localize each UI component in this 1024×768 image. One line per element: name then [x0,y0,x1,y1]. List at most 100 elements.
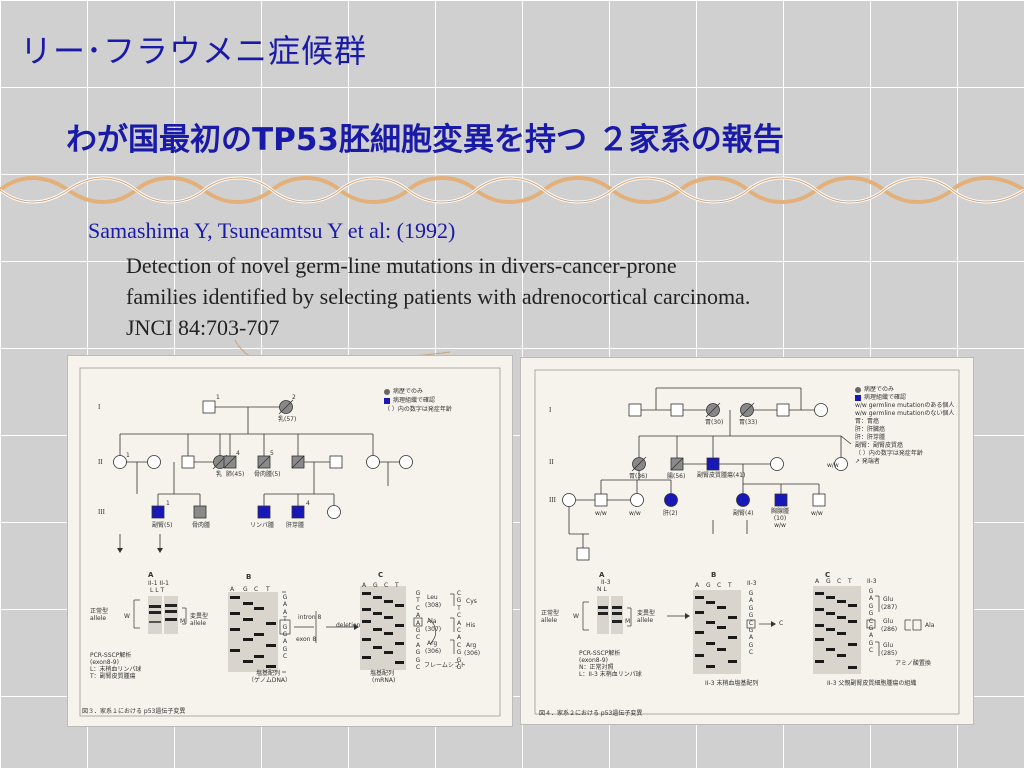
pedigree-label: 副腎(4) [733,510,754,517]
intron-label: intron 8 [298,614,322,621]
pedigree-label: w/w [827,462,839,469]
pedigree-label: 肝芽腫 [286,522,305,529]
allele-m: M [625,618,631,625]
legend-pathology: 病理組織で確認 [384,395,435,404]
panel-letter: B [246,573,252,581]
pedigree-number: 5 [270,450,274,457]
generation-label: II [549,458,554,466]
amino-acid-substitution: アミノ酸置換 [895,660,931,667]
mutant-allele-label: 変異型 allele [190,613,209,627]
amino-label: (285) [881,650,898,657]
legend-line: 肝：肝臓癌 [855,426,886,433]
seq-header: A [230,586,235,593]
method-line: L：II-3 末梢血リンパ球 [579,671,642,678]
pedigree-label: 副腎皮質腫瘍(41) [697,472,746,479]
seq-header: C [717,582,722,589]
legend-line: （ ）内の数字は発症年齢 [855,450,923,457]
figure-caption: 図３．家系１における p53遺伝子変異 [82,708,186,715]
amino-label: Arg [466,642,477,649]
seq-header: G [243,586,248,593]
seq-header: G [826,578,831,585]
codon-label: (308) [425,602,442,609]
legend-line: w/w germline mutationのある個人 [855,402,955,409]
pedigree-label: 胃(30) [705,419,724,426]
seq-header: T [848,578,852,585]
panel-letter: C [378,571,384,579]
seq-caption: II-3 末梢血塩基配列 [705,680,759,687]
gray-circle-icon [855,386,861,393]
pedigree-label: 骨肉腫 [192,522,211,529]
legend-age: （ ）内の数字は発症年齢 [384,406,452,413]
seq-caption: （ゲノムDNA） [248,677,292,684]
seq-caption: 塩基配列 [256,670,281,677]
codon-label: Leu [427,594,438,601]
pedigree-label: 胃(33) [739,419,758,426]
citation-authors: Samashima Y, Tsuneamtsu Y et al: (1992) [88,218,456,243]
gel-lane-header: II-3 [601,579,611,586]
seq-header: T [266,586,270,593]
gel-lane-sub: N L [597,586,607,593]
method-line: L：末梢血リンパ球 [90,666,142,673]
gel-lane-sub: L L T [150,587,165,594]
generation-label: I [549,406,552,414]
amino-label: Ala [925,622,935,629]
allele-w: W [124,613,130,620]
legend-history-only: 病歴でのみ [855,384,894,393]
seq-caption: (mRNA) [372,677,396,684]
panel-letter: A [599,571,605,579]
seq-header: C [384,582,389,589]
panel-letter: C [825,571,831,579]
amino-label: Glu [883,618,894,625]
seq-caption: II-3 父親副腎皮質細胞腫瘍の組織 [827,680,917,687]
legend-line: 胃：胃癌 [855,418,880,425]
pedigree-label: w/w [595,510,607,517]
pedigree-label: 副腎(5) [152,522,173,529]
method-line: T：副腎皮質腫瘍 [90,673,136,680]
reference-line: JNCI 84:703-707 [126,315,280,340]
allele-w: W [573,613,579,620]
pedigree-label: リンパ腫 [250,522,275,529]
blue-square-icon [855,394,861,401]
seq-header: T [728,582,732,589]
pedigree-number: 1 [216,394,220,401]
legend-line: w/w germline mutationのない個人 [855,410,955,417]
normal-allele-label: 正常型 allele [541,610,560,624]
pedigree-label: 乳(57) [278,416,297,423]
pedigree-label: 胸腺腫 (10) w/w [771,508,790,529]
exon-label: exon 8 [296,636,317,643]
amino-label: Glu [883,596,894,603]
slide-title: リー･フラウメニ症候群 [20,32,368,70]
legend-proband: ↗ 発端者 [855,458,880,465]
seq-header: G [706,582,711,589]
pedigree-label: 乳 [216,471,223,478]
gray-circle-icon [384,388,390,395]
legend-line: 副腎：副腎皮質癌 [855,442,904,449]
deletion-label: deletion [336,622,361,629]
panel-letter: A [148,571,154,579]
pedigree-number: 1 [166,500,170,507]
legend-history-only: 病歴でのみ [384,386,423,395]
pedigree-number: 1 [126,452,130,459]
rope-divider [0,176,1024,204]
seq-header: A [362,582,367,589]
seq-header: C [837,578,842,585]
gel-lane-header: II-1 II-1 [148,580,169,587]
allele-m: M [180,618,186,625]
figure-caption: 図４．家系２における p53遺伝子変異 [539,710,643,717]
seq-header: A [815,578,820,585]
pedigree-label: 腸(56) [667,473,686,480]
mutant-allele-label: 変異型 allele [637,610,656,624]
method-line: N：正常対照 [579,664,614,671]
pedigree-label: 肺(45) [226,471,245,478]
slide-subtitle: わが国最初のTP53胚細胞変異を持つ ２家系の報告 [66,122,784,158]
figure-family-2: 病歴でのみ 病理組織で確認 w/w germline mutationのある個人… [521,358,973,724]
generation-label: III [98,508,105,516]
seq-header: T [395,582,399,589]
generation-label: I [98,403,101,411]
method-line: PCR-SSCP解析 [90,652,132,659]
